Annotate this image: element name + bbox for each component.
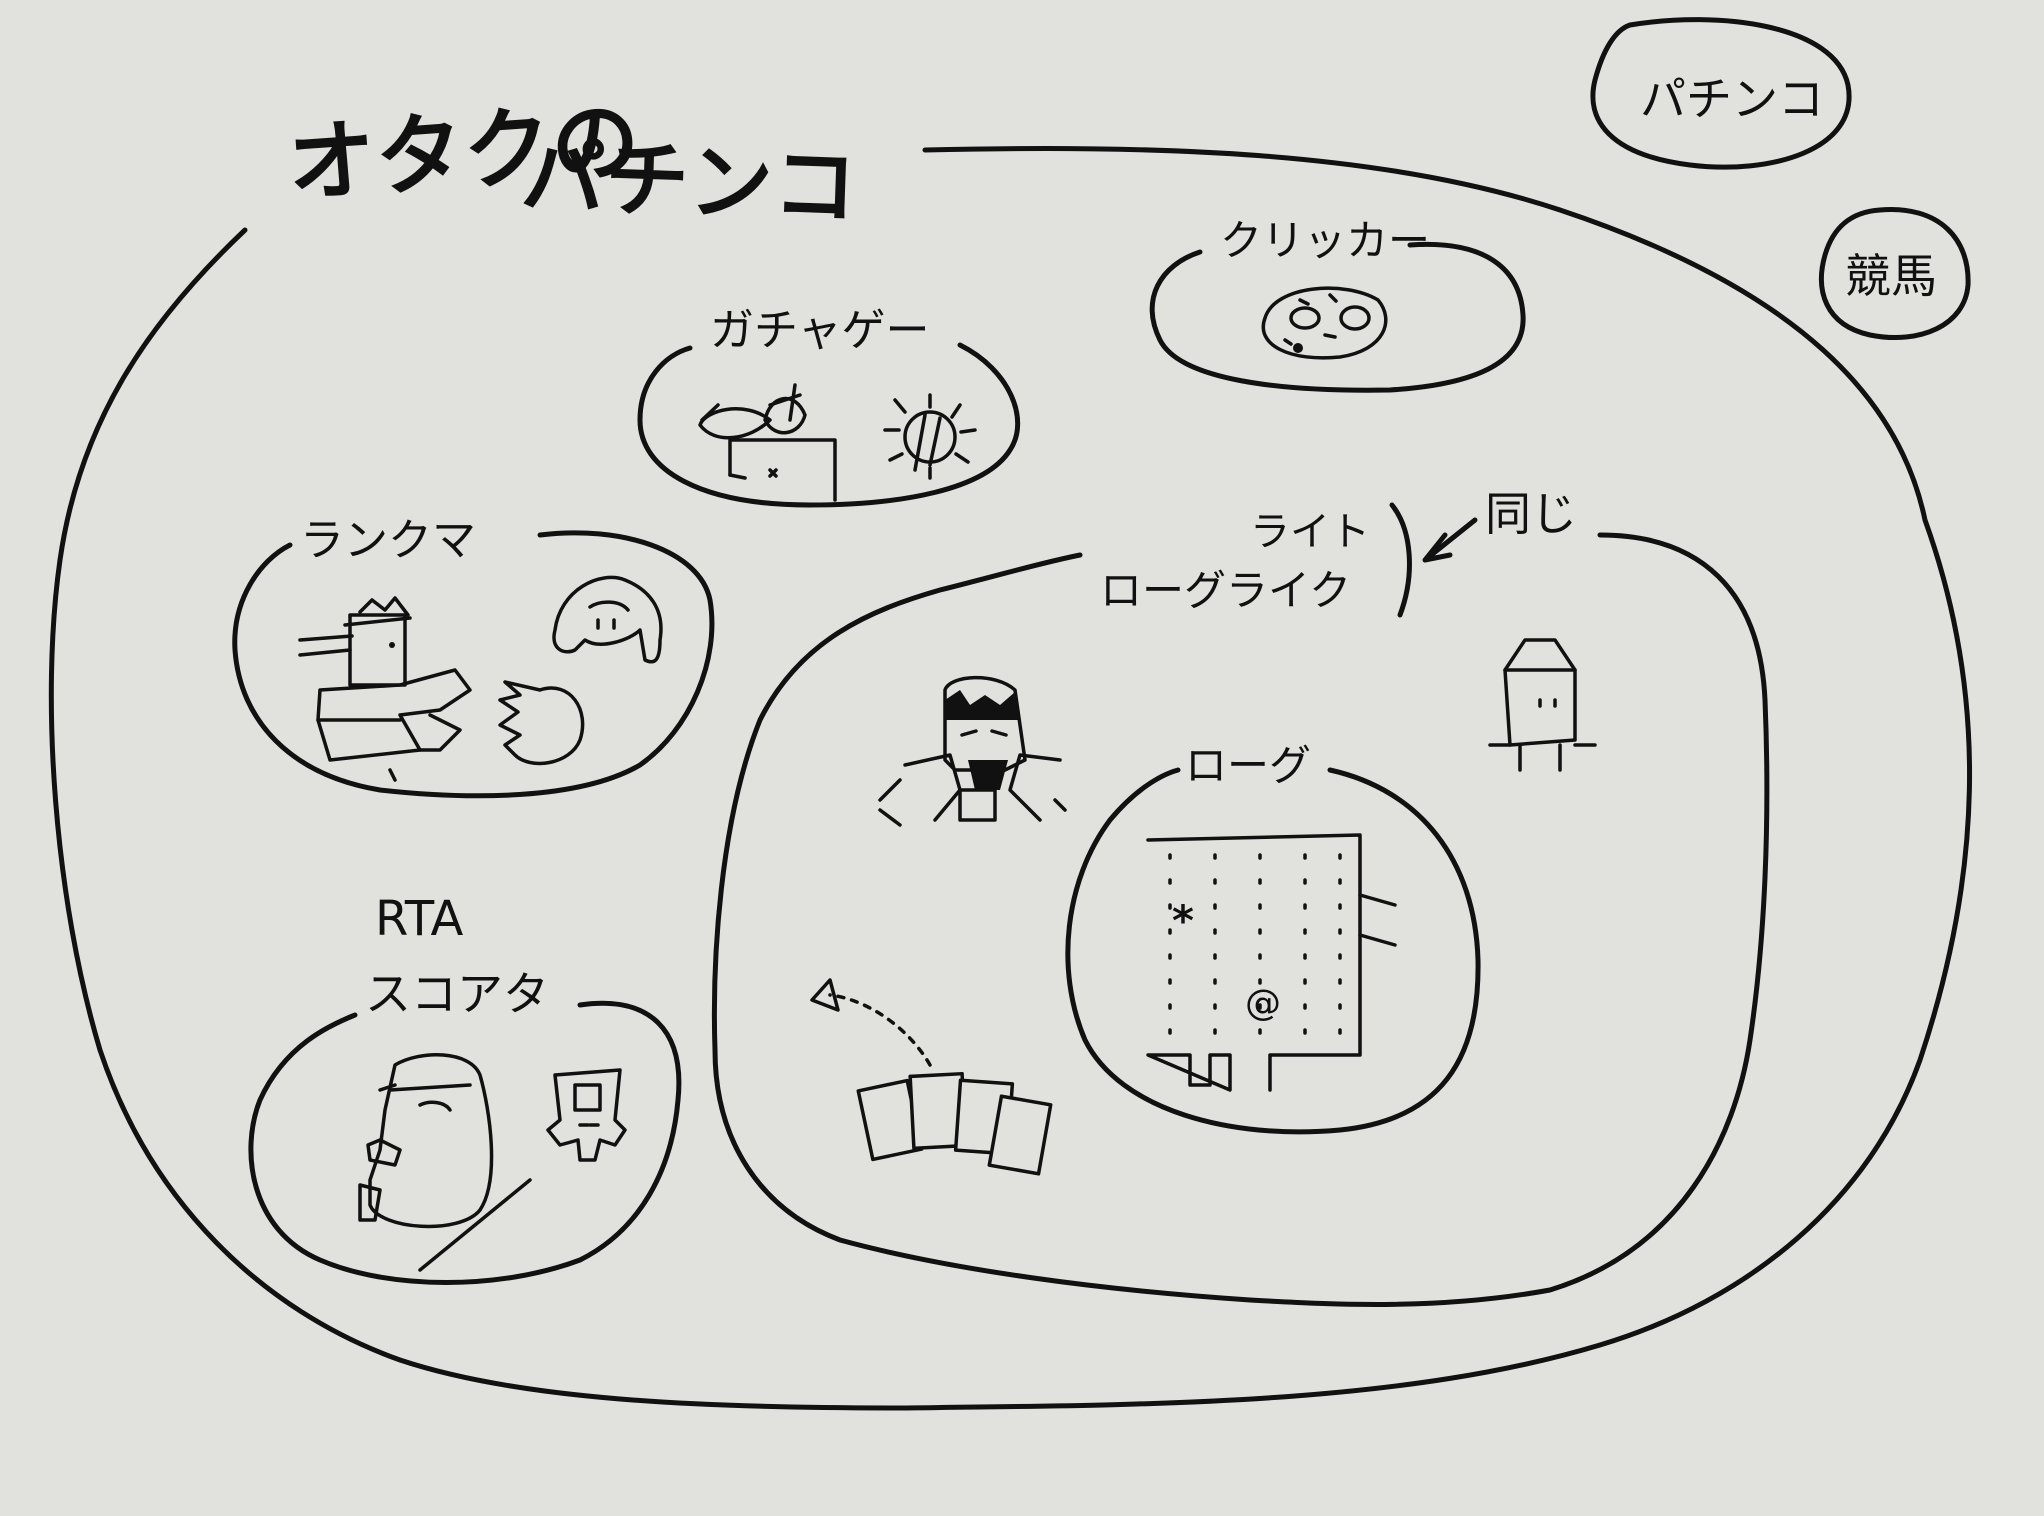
pachinko-oval xyxy=(1590,17,1852,170)
cards-icon xyxy=(856,1071,1053,1176)
rta-oval xyxy=(248,1000,682,1285)
keiba-oval xyxy=(1819,207,1971,341)
gacha-oval xyxy=(637,342,1021,508)
outside-keiba: 競馬 xyxy=(1819,207,1971,341)
mascot-icon xyxy=(358,1053,494,1229)
gacha-capsule-icon xyxy=(883,393,977,480)
cluster-roguelite: ライト ローグライク 同じ xyxy=(711,487,1770,1307)
fighter-icon xyxy=(298,596,472,782)
dungeon-map-icon: * @ xyxy=(1146,833,1397,1092)
cluster-clicker: クリッカー xyxy=(1149,216,1526,393)
roguelite-bracket xyxy=(1389,502,1412,618)
clicker-oval xyxy=(1149,241,1526,393)
cookie-icon xyxy=(1261,286,1388,360)
dungeon-player-glyph: @ xyxy=(1245,983,1281,1024)
outside-pachinko: パチンコ xyxy=(1590,17,1852,170)
score-attack-label: スコアタ xyxy=(365,967,549,1021)
cluster-rankma: ランクマ xyxy=(232,515,715,799)
pachinko-label: パチンコ xyxy=(1640,72,1824,126)
bullet-character-icon xyxy=(1488,638,1597,772)
cluster-rta: RTA スコアタ xyxy=(248,891,682,1285)
roguelite-boundary xyxy=(711,532,1770,1307)
title: オタクの パチンコ xyxy=(284,89,858,237)
inkling-icon xyxy=(552,575,663,664)
keiba-label: 競馬 xyxy=(1845,249,1937,303)
rogue-label: ローグ xyxy=(1185,741,1311,790)
outer-boundary xyxy=(48,146,1973,1411)
deck-arrow-icon xyxy=(810,978,932,1067)
cluster-rogue: ローグ * @ xyxy=(1065,741,1481,1135)
rogue-oval xyxy=(1065,767,1481,1135)
gacha-label: ガチャゲー xyxy=(710,305,930,356)
gacha-card-icon xyxy=(698,383,837,502)
rta-label: RTA xyxy=(375,891,463,947)
roguelite-label-1: ライト xyxy=(1250,509,1370,555)
cluster-gacha: ガチャゲー xyxy=(637,305,1021,508)
dungeon-monster-glyph: * xyxy=(1172,896,1194,945)
fireball-icon xyxy=(498,680,585,766)
rankma-label: ランクマ xyxy=(300,515,476,566)
same-note-label: 同じ xyxy=(1485,487,1577,541)
totem-icon xyxy=(546,1068,627,1162)
villain-icon xyxy=(878,675,1067,827)
clicker-label: クリッカー xyxy=(1220,216,1430,265)
same-arrow xyxy=(1422,517,1478,563)
title-line-1: オタクの xyxy=(284,89,642,216)
slope-line xyxy=(418,1178,532,1272)
roguelite-label-2: ローグライク xyxy=(1100,566,1351,615)
rankma-oval xyxy=(232,530,715,799)
title-line-2: パチンコ xyxy=(519,127,858,237)
